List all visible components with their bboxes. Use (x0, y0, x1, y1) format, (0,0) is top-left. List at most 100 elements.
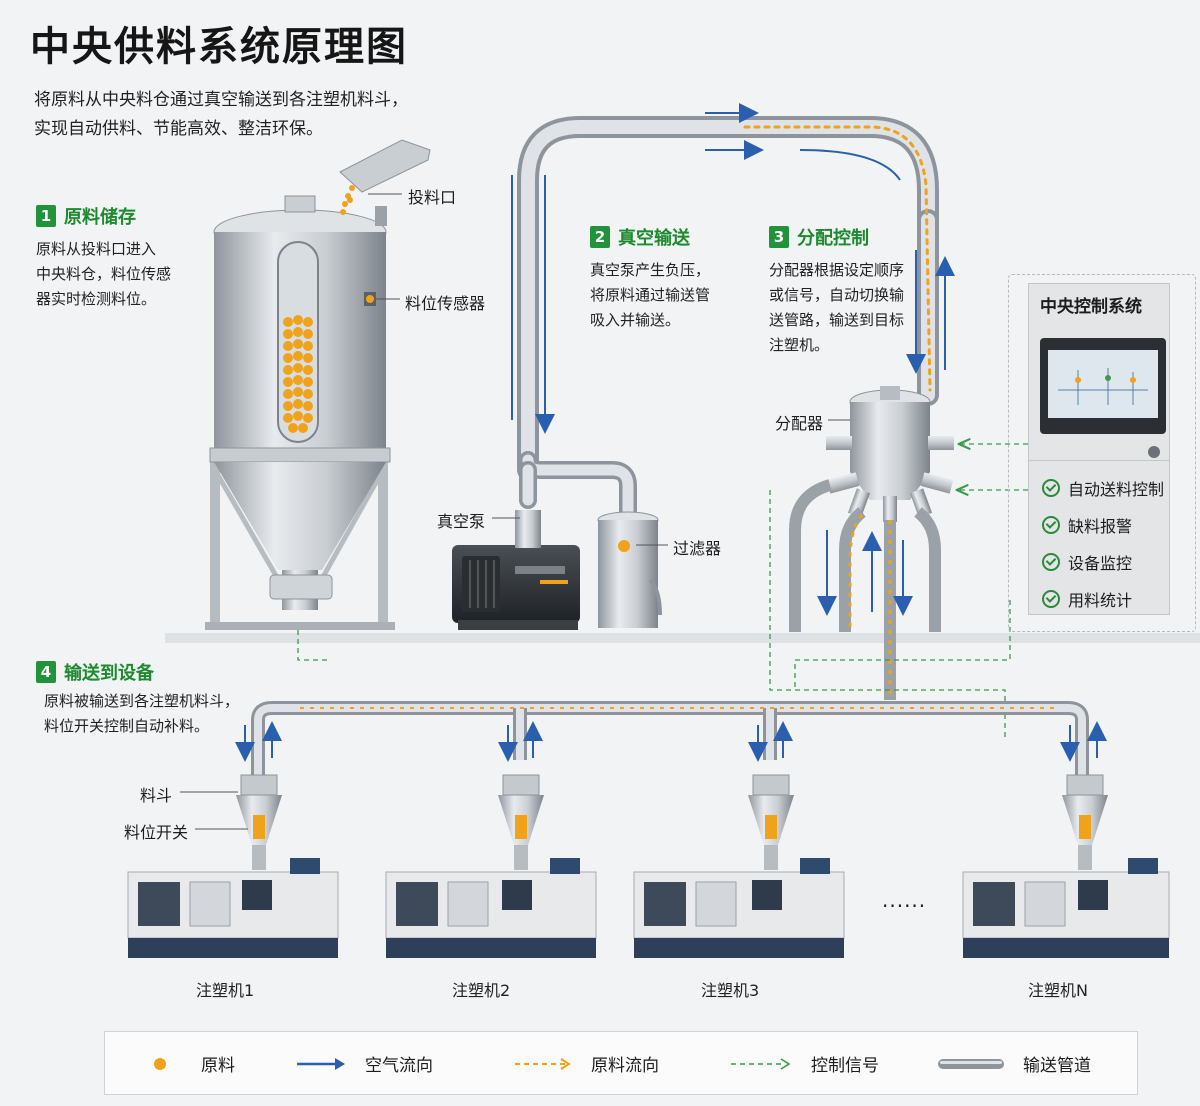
step-4-number: 4 (36, 661, 56, 683)
step-1-line: 中央料仓，料位传感 (36, 265, 172, 283)
step-3-line: 或信号，自动切换输 (769, 286, 905, 304)
control-feature-item: 自动送料控制 (1042, 476, 1164, 500)
header-air-arrows (235, 721, 1107, 762)
legend-label-control-signal: 控制信号 (811, 1056, 879, 1076)
check-circle-icon (1042, 479, 1060, 497)
label-level-sensor: 料位传感器 (405, 294, 486, 313)
control-touchscreen[interactable] (1040, 338, 1166, 434)
step-1-description: 原料从投料口进入 中央料仓，料位传感 器实时检测料位。 (36, 237, 216, 312)
control-feature-list: 自动送料控制 缺料报警 设备监控 用料统计 (1042, 476, 1164, 611)
step-1: 1 原料储存 原料从投料口进入 中央料仓，料位传感 器实时检测料位。 (36, 203, 216, 312)
distributor (789, 386, 954, 700)
silo (205, 139, 431, 630)
injection-machine-n (962, 774, 1170, 958)
step-2-number: 2 (590, 226, 610, 248)
injection-machine-2 (385, 774, 597, 958)
orange-dashed-arrow-icon (515, 1057, 571, 1070)
page-subtitle: 将原料从中央料仓通过真空输送到各注塑机料斗， 实现自动供料、节能高效、整洁环保。 (34, 86, 454, 144)
control-system-title: 中央控制系统 (1040, 297, 1142, 317)
legend-item-material-flow: 原料流向 (513, 1051, 659, 1076)
silo-material (283, 315, 313, 433)
control-signal-lines (297, 444, 1028, 740)
distribution-header (251, 701, 1089, 775)
machine-label-3: 注塑机3 (701, 981, 760, 1000)
legend-label-material-flow: 原料流向 (591, 1056, 659, 1076)
floor-platform (165, 633, 1200, 643)
label-level-switch: 料位开关 (124, 823, 189, 842)
step-1-number: 1 (36, 205, 56, 227)
check-circle-icon (1042, 516, 1060, 534)
legend-item-air-flow: 空气流向 (295, 1051, 433, 1076)
control-system-frame (1008, 274, 1196, 632)
control-feature-item: 设备监控 (1042, 550, 1164, 574)
step-4-title: 输送到设备 (64, 663, 154, 684)
machine-label-1: 注塑机1 (196, 981, 255, 1000)
control-screen-display (1048, 350, 1158, 418)
step-3-line: 注塑机。 (769, 336, 830, 354)
control-feature-item: 缺料报警 (1042, 513, 1164, 537)
material-dot-icon (154, 1057, 166, 1070)
step-1-line: 原料从投料口进入 (36, 240, 157, 258)
control-divider (1028, 460, 1170, 461)
injection-machine-1 (127, 774, 339, 958)
step-3-header: 3 分配控制 (769, 224, 939, 250)
injection-machine-3 (633, 774, 845, 958)
machine-label-n: 注塑机N (1028, 981, 1088, 1000)
check-circle-icon (1042, 590, 1060, 608)
step-4-line: 原料被输送到各注塑机料斗， (44, 692, 240, 710)
label-ellipsis: ...... (882, 888, 927, 912)
screen-schematic-icon (1058, 368, 1148, 405)
legend-label-material: 原料 (201, 1056, 235, 1076)
step-2-line: 将原料通过输送管 (590, 286, 711, 304)
step-1-header: 1 原料储存 (36, 203, 216, 229)
step-3-line: 送管路，输送到目标 (769, 311, 905, 329)
step-2-title: 真空输送 (618, 228, 690, 249)
step-4-header: 4 输送到设备 (36, 659, 276, 685)
legend-item-control-signal: 控制信号 (729, 1051, 879, 1076)
step-1-title: 原料储存 (64, 207, 136, 228)
legend-item-material: 原料 (153, 1051, 235, 1076)
legend: 原料 空气流向 原料流向 控制信号 输送管道 (104, 1031, 1138, 1095)
control-feature-label: 用料统计 (1068, 591, 1133, 610)
legend-label-air-flow: 空气流向 (365, 1056, 433, 1076)
blue-arrow-icon (297, 1057, 345, 1070)
control-knob-icon[interactable] (1148, 446, 1160, 458)
machine-label-2: 注塑机2 (452, 981, 511, 1000)
main-pipe (517, 116, 939, 524)
green-dashed-arrow-icon (731, 1057, 791, 1070)
step-4-line: 料位开关控制自动补料。 (44, 717, 210, 735)
step-3: 3 分配控制 分配器根据设定顺序 或信号，自动切换输 送管路，输送到目标 注塑机… (769, 224, 939, 358)
step-1-line: 器实时检测料位。 (36, 290, 157, 308)
leader-lines (180, 193, 850, 830)
step-4-description: 原料被输送到各注塑机料斗， 料位开关控制自动补料。 (44, 689, 276, 739)
control-feature-item: 用料统计 (1042, 587, 1164, 611)
label-vacuum-pump: 真空泵 (437, 512, 486, 531)
step-3-description: 分配器根据设定顺序 或信号，自动切换输 送管路，输送到目标 注塑机。 (769, 258, 939, 358)
control-feature-label: 设备监控 (1068, 554, 1133, 573)
pipe-icon (938, 1058, 1004, 1069)
step-2-description: 真空泵产生负压， 将原料通过输送管 吸入并输送。 (590, 258, 750, 333)
step-3-title: 分配控制 (797, 228, 869, 249)
step-4: 4 输送到设备 原料被输送到各注塑机料斗， 料位开关控制自动补料。 (36, 659, 276, 739)
subtitle-line-1: 将原料从中央料仓通过真空输送到各注塑机料斗， (34, 90, 408, 110)
air-flow-arrows (511, 103, 955, 434)
label-distributor: 分配器 (775, 414, 824, 433)
step-2-line: 真空泵产生负压， (590, 261, 711, 279)
legend-item-pipe: 输送管道 (937, 1051, 1091, 1076)
label-filter: 过滤器 (673, 539, 722, 558)
distributor-air-arrows (817, 530, 913, 616)
vacuum-pump (452, 510, 580, 630)
step-3-number: 3 (769, 226, 789, 248)
check-circle-icon (1042, 553, 1060, 571)
legend-label-pipe: 输送管道 (1023, 1056, 1091, 1076)
page-title: 中央供料系统原理图 (30, 24, 408, 70)
filter (597, 511, 662, 628)
step-3-line: 分配器根据设定顺序 (769, 261, 905, 279)
step-2-line: 吸入并输送。 (590, 311, 681, 329)
control-feature-label: 缺料报警 (1068, 517, 1133, 536)
label-hopper: 料斗 (140, 786, 173, 805)
control-feature-label: 自动送料控制 (1068, 480, 1165, 499)
subtitle-line-2: 实现自动供料、节能高效、整洁环保。 (34, 119, 323, 139)
step-2-header: 2 真空输送 (590, 224, 750, 250)
